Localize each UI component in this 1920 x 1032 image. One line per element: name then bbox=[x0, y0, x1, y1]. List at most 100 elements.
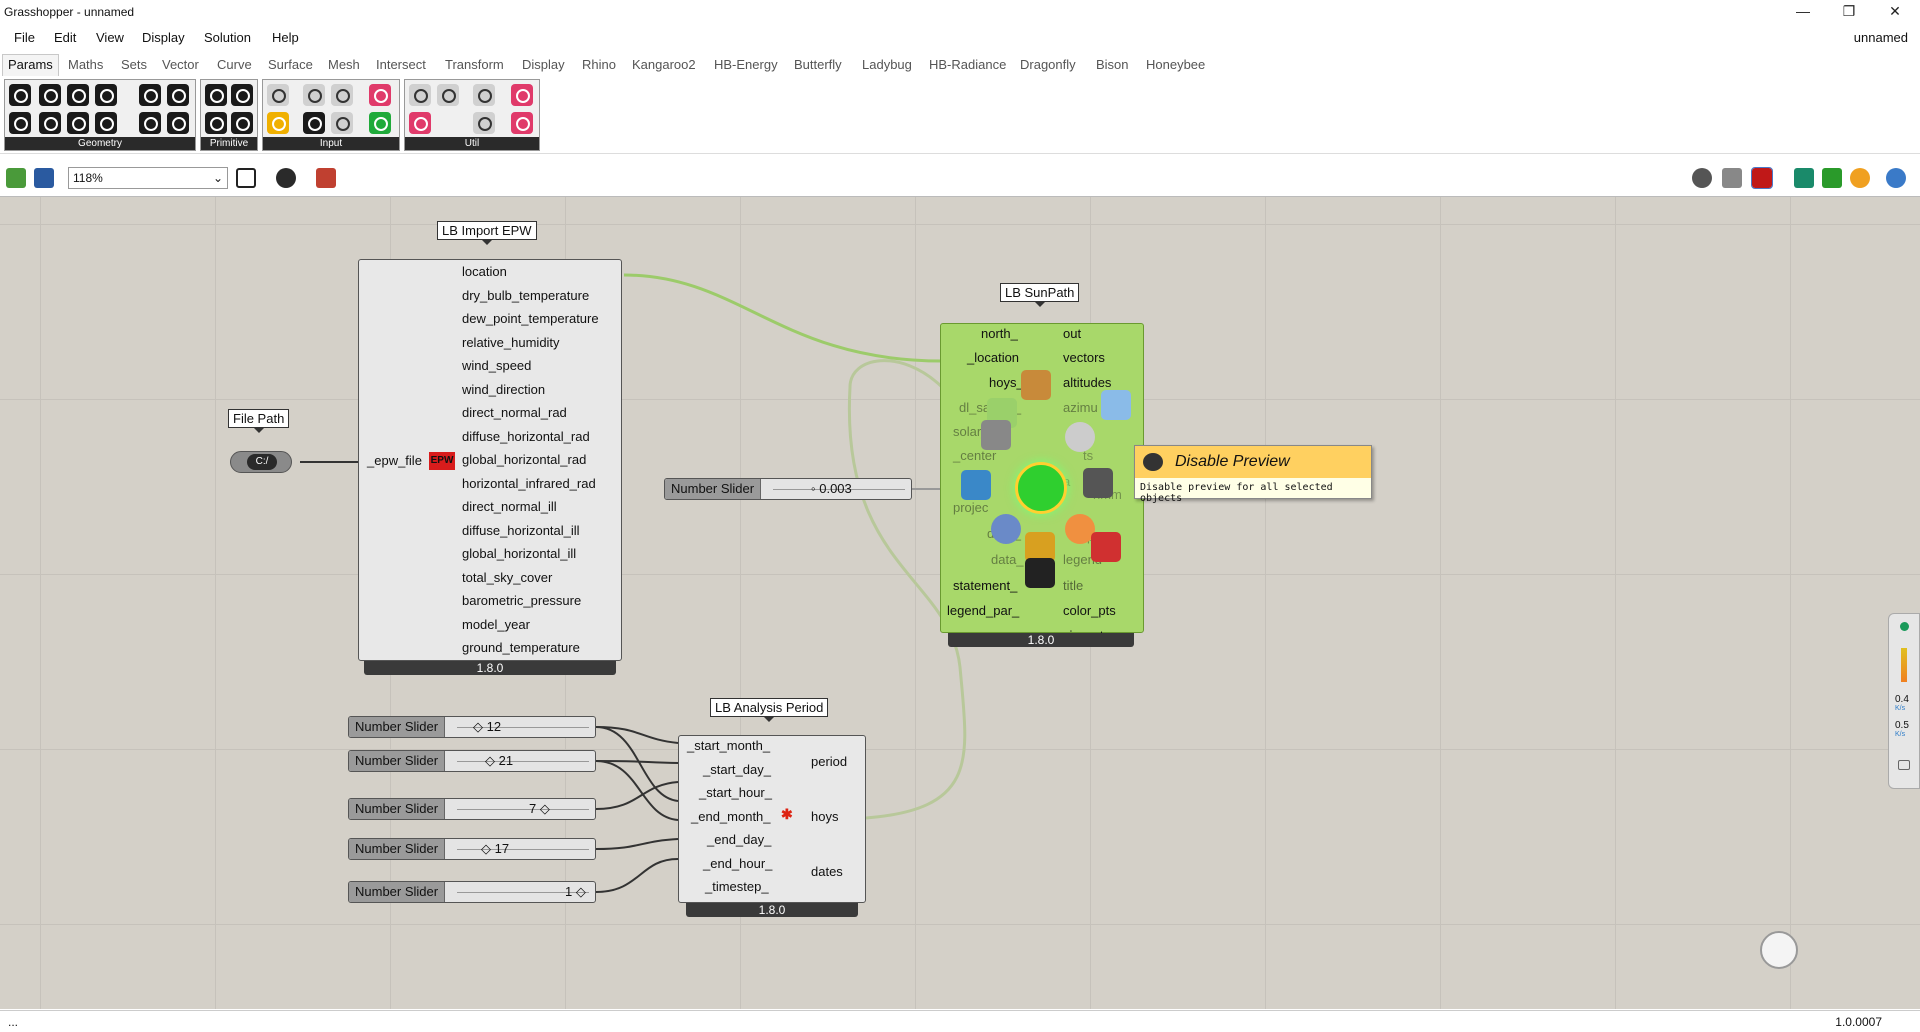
tab-bison[interactable]: Bison bbox=[1096, 57, 1129, 72]
tab-surface[interactable]: Surface bbox=[268, 57, 313, 72]
relay-arrow-icon[interactable] bbox=[473, 112, 495, 134]
tab-sets[interactable]: Sets bbox=[121, 57, 148, 72]
analysis-input-6[interactable]: _timestep_ bbox=[705, 879, 769, 894]
text-param-icon[interactable] bbox=[231, 112, 253, 134]
cherry-icon[interactable] bbox=[409, 112, 431, 134]
slider-value[interactable]: ◇ 17 bbox=[481, 841, 510, 856]
tab-curve[interactable]: Curve bbox=[217, 57, 252, 72]
epw-output-7[interactable]: diffuse_horizontal_rad bbox=[462, 429, 590, 444]
menu-help[interactable]: Help bbox=[272, 30, 299, 45]
radial-settings-gear-icon[interactable] bbox=[981, 420, 1011, 450]
open-file-icon[interactable] bbox=[6, 168, 26, 188]
tab-kangaroo2[interactable]: Kangaroo2 bbox=[632, 57, 696, 72]
sunpath-input-6[interactable]: projec bbox=[953, 500, 989, 515]
point-param-icon[interactable] bbox=[39, 112, 61, 134]
slider-value[interactable]: ◇ 21 bbox=[485, 753, 514, 768]
shaded-preview-icon[interactable] bbox=[1722, 168, 1742, 188]
sunpath-input-2[interactable]: hoys_ bbox=[989, 375, 1024, 390]
tab-honeybee[interactable]: Honeybee bbox=[1146, 57, 1206, 72]
slider-input-icon[interactable] bbox=[267, 84, 289, 106]
gradient-input-icon[interactable] bbox=[369, 84, 391, 106]
sketch-pen-icon[interactable] bbox=[316, 168, 336, 188]
menu-solution[interactable]: Solution bbox=[204, 30, 251, 45]
navigation-compass-icon[interactable] bbox=[1760, 931, 1798, 969]
analysis-input-1[interactable]: _start_day_ bbox=[703, 762, 771, 777]
epw-output-10[interactable]: direct_normal_ill bbox=[462, 499, 557, 514]
sunpath-input-8[interactable]: data_ bbox=[991, 552, 1024, 567]
analysis-output-2[interactable]: dates bbox=[811, 864, 843, 879]
vector-param-icon[interactable] bbox=[95, 112, 117, 134]
epw-output-4[interactable]: wind_speed bbox=[462, 358, 532, 373]
radial-sphere-icon[interactable] bbox=[1065, 422, 1095, 452]
maximize-button[interactable]: ❐ bbox=[1842, 3, 1856, 19]
number-param-icon[interactable] bbox=[205, 112, 227, 134]
radial-play-icon[interactable] bbox=[1025, 558, 1055, 588]
epw-output-1[interactable]: dry_bulb_temperature bbox=[462, 288, 590, 303]
boolean-param-icon[interactable] bbox=[205, 84, 227, 106]
sunpath-output-6[interactable]: a bbox=[1063, 474, 1071, 489]
box-param-icon[interactable] bbox=[167, 112, 189, 134]
epw-output-3[interactable]: relative_humidity bbox=[462, 335, 560, 350]
bake-icon[interactable] bbox=[1794, 168, 1814, 188]
number-slider-timestep[interactable]: Number Slider 1 ◇ bbox=[348, 881, 596, 903]
epw-output-11[interactable]: diffuse_horizontal_ill bbox=[462, 523, 580, 538]
epw-output-0[interactable]: location bbox=[462, 264, 507, 279]
slider-value[interactable]: ◇ 12 bbox=[473, 719, 502, 734]
tab-dragonfly[interactable]: Dragonfly bbox=[1020, 57, 1076, 72]
line-param-icon[interactable] bbox=[9, 112, 31, 134]
tree-icon[interactable] bbox=[437, 84, 459, 106]
sunpath-output-11[interactable]: color_pts bbox=[1063, 603, 1116, 618]
analysis-output-1[interactable]: hoys bbox=[811, 809, 839, 824]
epw-output-16[interactable]: ground_temperature bbox=[462, 640, 580, 655]
plane-param-icon[interactable] bbox=[67, 112, 89, 134]
tab-mesh[interactable]: Mesh bbox=[328, 57, 360, 72]
minimize-button[interactable]: — bbox=[1796, 3, 1810, 19]
number-slider-start-hour[interactable]: Number Slider 7 ◇ bbox=[348, 798, 596, 820]
tab-intersect[interactable]: Intersect bbox=[376, 57, 426, 72]
arrow-icon[interactable] bbox=[473, 84, 495, 106]
radial-search-icon[interactable] bbox=[991, 514, 1021, 544]
radial-pin-icon[interactable] bbox=[1091, 532, 1121, 562]
menu-view[interactable]: View bbox=[96, 30, 124, 45]
graph-input-icon[interactable] bbox=[267, 112, 289, 134]
epw-input-epw-file[interactable]: _epw_file bbox=[367, 453, 422, 468]
display-settings-icon[interactable] bbox=[1886, 168, 1906, 188]
integer-param-icon[interactable] bbox=[231, 84, 253, 106]
radial-bake-icon[interactable] bbox=[1021, 370, 1051, 400]
preview-eye-icon[interactable] bbox=[276, 168, 296, 188]
zoom-extents-icon[interactable] bbox=[236, 168, 256, 188]
data-dam-icon[interactable] bbox=[511, 84, 533, 106]
number-slider-start-month[interactable]: Number Slider ◇ 12 bbox=[348, 716, 596, 738]
sunpath-output-2[interactable]: altitudes bbox=[1063, 375, 1112, 390]
slider-value[interactable]: 1 ◇ bbox=[565, 884, 586, 899]
close-button[interactable]: ✕ bbox=[1889, 3, 1901, 19]
slider-value[interactable]: 7 ◇ bbox=[529, 801, 550, 816]
sunpath-output-4[interactable]: ts bbox=[1083, 448, 1094, 463]
sunpath-input-10[interactable]: legend_par_ bbox=[947, 603, 1020, 618]
analysis-input-0[interactable]: _start_month_ bbox=[687, 738, 771, 753]
sunpath-output-1[interactable]: vectors bbox=[1063, 350, 1105, 365]
sunpath-input-5[interactable]: _center bbox=[953, 448, 997, 463]
filepath-component[interactable]: C:/ bbox=[230, 451, 292, 473]
tab-butterfly[interactable]: Butterfly bbox=[794, 57, 842, 72]
radial-lock-icon[interactable] bbox=[1025, 532, 1055, 562]
radial-enable-icon[interactable] bbox=[1015, 462, 1067, 514]
analysis-input-3[interactable]: _end_month_ bbox=[691, 809, 771, 824]
menu-file[interactable]: File bbox=[14, 30, 35, 45]
menu-display[interactable]: Display bbox=[142, 30, 185, 45]
epw-output-8[interactable]: global_horizontal_rad bbox=[462, 452, 587, 467]
geometry-icon[interactable] bbox=[9, 84, 31, 106]
preview-colour-icon[interactable] bbox=[1850, 168, 1870, 188]
circle-param-icon[interactable] bbox=[39, 84, 61, 106]
flask-icon[interactable] bbox=[511, 112, 533, 134]
epw-output-13[interactable]: total_sky_cover bbox=[462, 570, 553, 585]
sunpath-input-9[interactable]: statement_ bbox=[953, 578, 1018, 593]
number-slider-main[interactable]: Number Slider ◦ 0.003 bbox=[664, 478, 912, 500]
panel-input-icon[interactable] bbox=[331, 112, 353, 134]
number-slider-end-hour[interactable]: Number Slider ◇ 17 bbox=[348, 838, 596, 860]
analysis-input-2[interactable]: _start_hour_ bbox=[699, 785, 772, 800]
sunpath-output-0[interactable]: out bbox=[1063, 326, 1082, 341]
sunpath-input-1[interactable]: _location bbox=[967, 350, 1020, 365]
tab-rhino[interactable]: Rhino bbox=[582, 57, 616, 72]
surface-param-icon[interactable] bbox=[95, 84, 117, 106]
